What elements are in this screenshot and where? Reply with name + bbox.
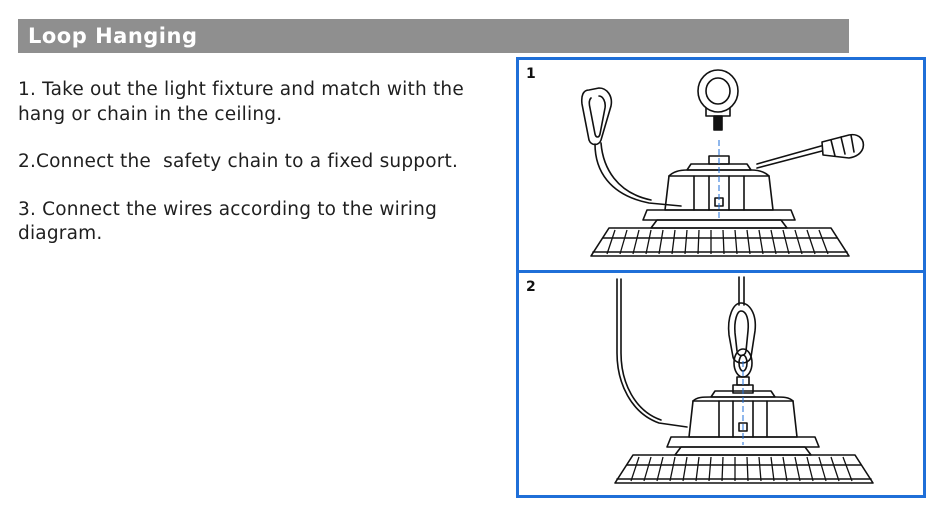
fixture-hanging-illustration — [614, 276, 874, 484]
screwdriver-icon — [756, 133, 865, 169]
heatsink-fins — [630, 456, 853, 482]
illustration-panel-2: 2 — [519, 273, 923, 495]
fixture-assembly-illustration — [580, 69, 865, 257]
carabiner-icon — [727, 302, 757, 364]
section-title: Loop Hanging — [28, 24, 198, 48]
safety-wire — [616, 278, 688, 428]
illustration-panel-1: 1 — [519, 60, 923, 273]
eye-bolt-icon — [697, 69, 739, 131]
section-header-bar: Loop Hanging — [18, 19, 849, 53]
panel-number-1: 1 — [526, 66, 536, 82]
safety-wire — [594, 143, 682, 207]
heatsink-fins — [606, 229, 829, 255]
instruction-step-1: 1. Take out the light fixture and match … — [18, 79, 464, 125]
instruction-list: 1. Take out the light fixture and match … — [18, 78, 503, 270]
panel-number-2: 2 — [526, 279, 536, 295]
illustration-panels: 1 — [516, 57, 926, 498]
instruction-step-3: 3. Connect the wires according to the wi… — [18, 198, 438, 245]
carabiner-icon — [580, 87, 613, 146]
instruction-step-2: 2.Connect the safety chain to a fixed su… — [18, 151, 459, 172]
